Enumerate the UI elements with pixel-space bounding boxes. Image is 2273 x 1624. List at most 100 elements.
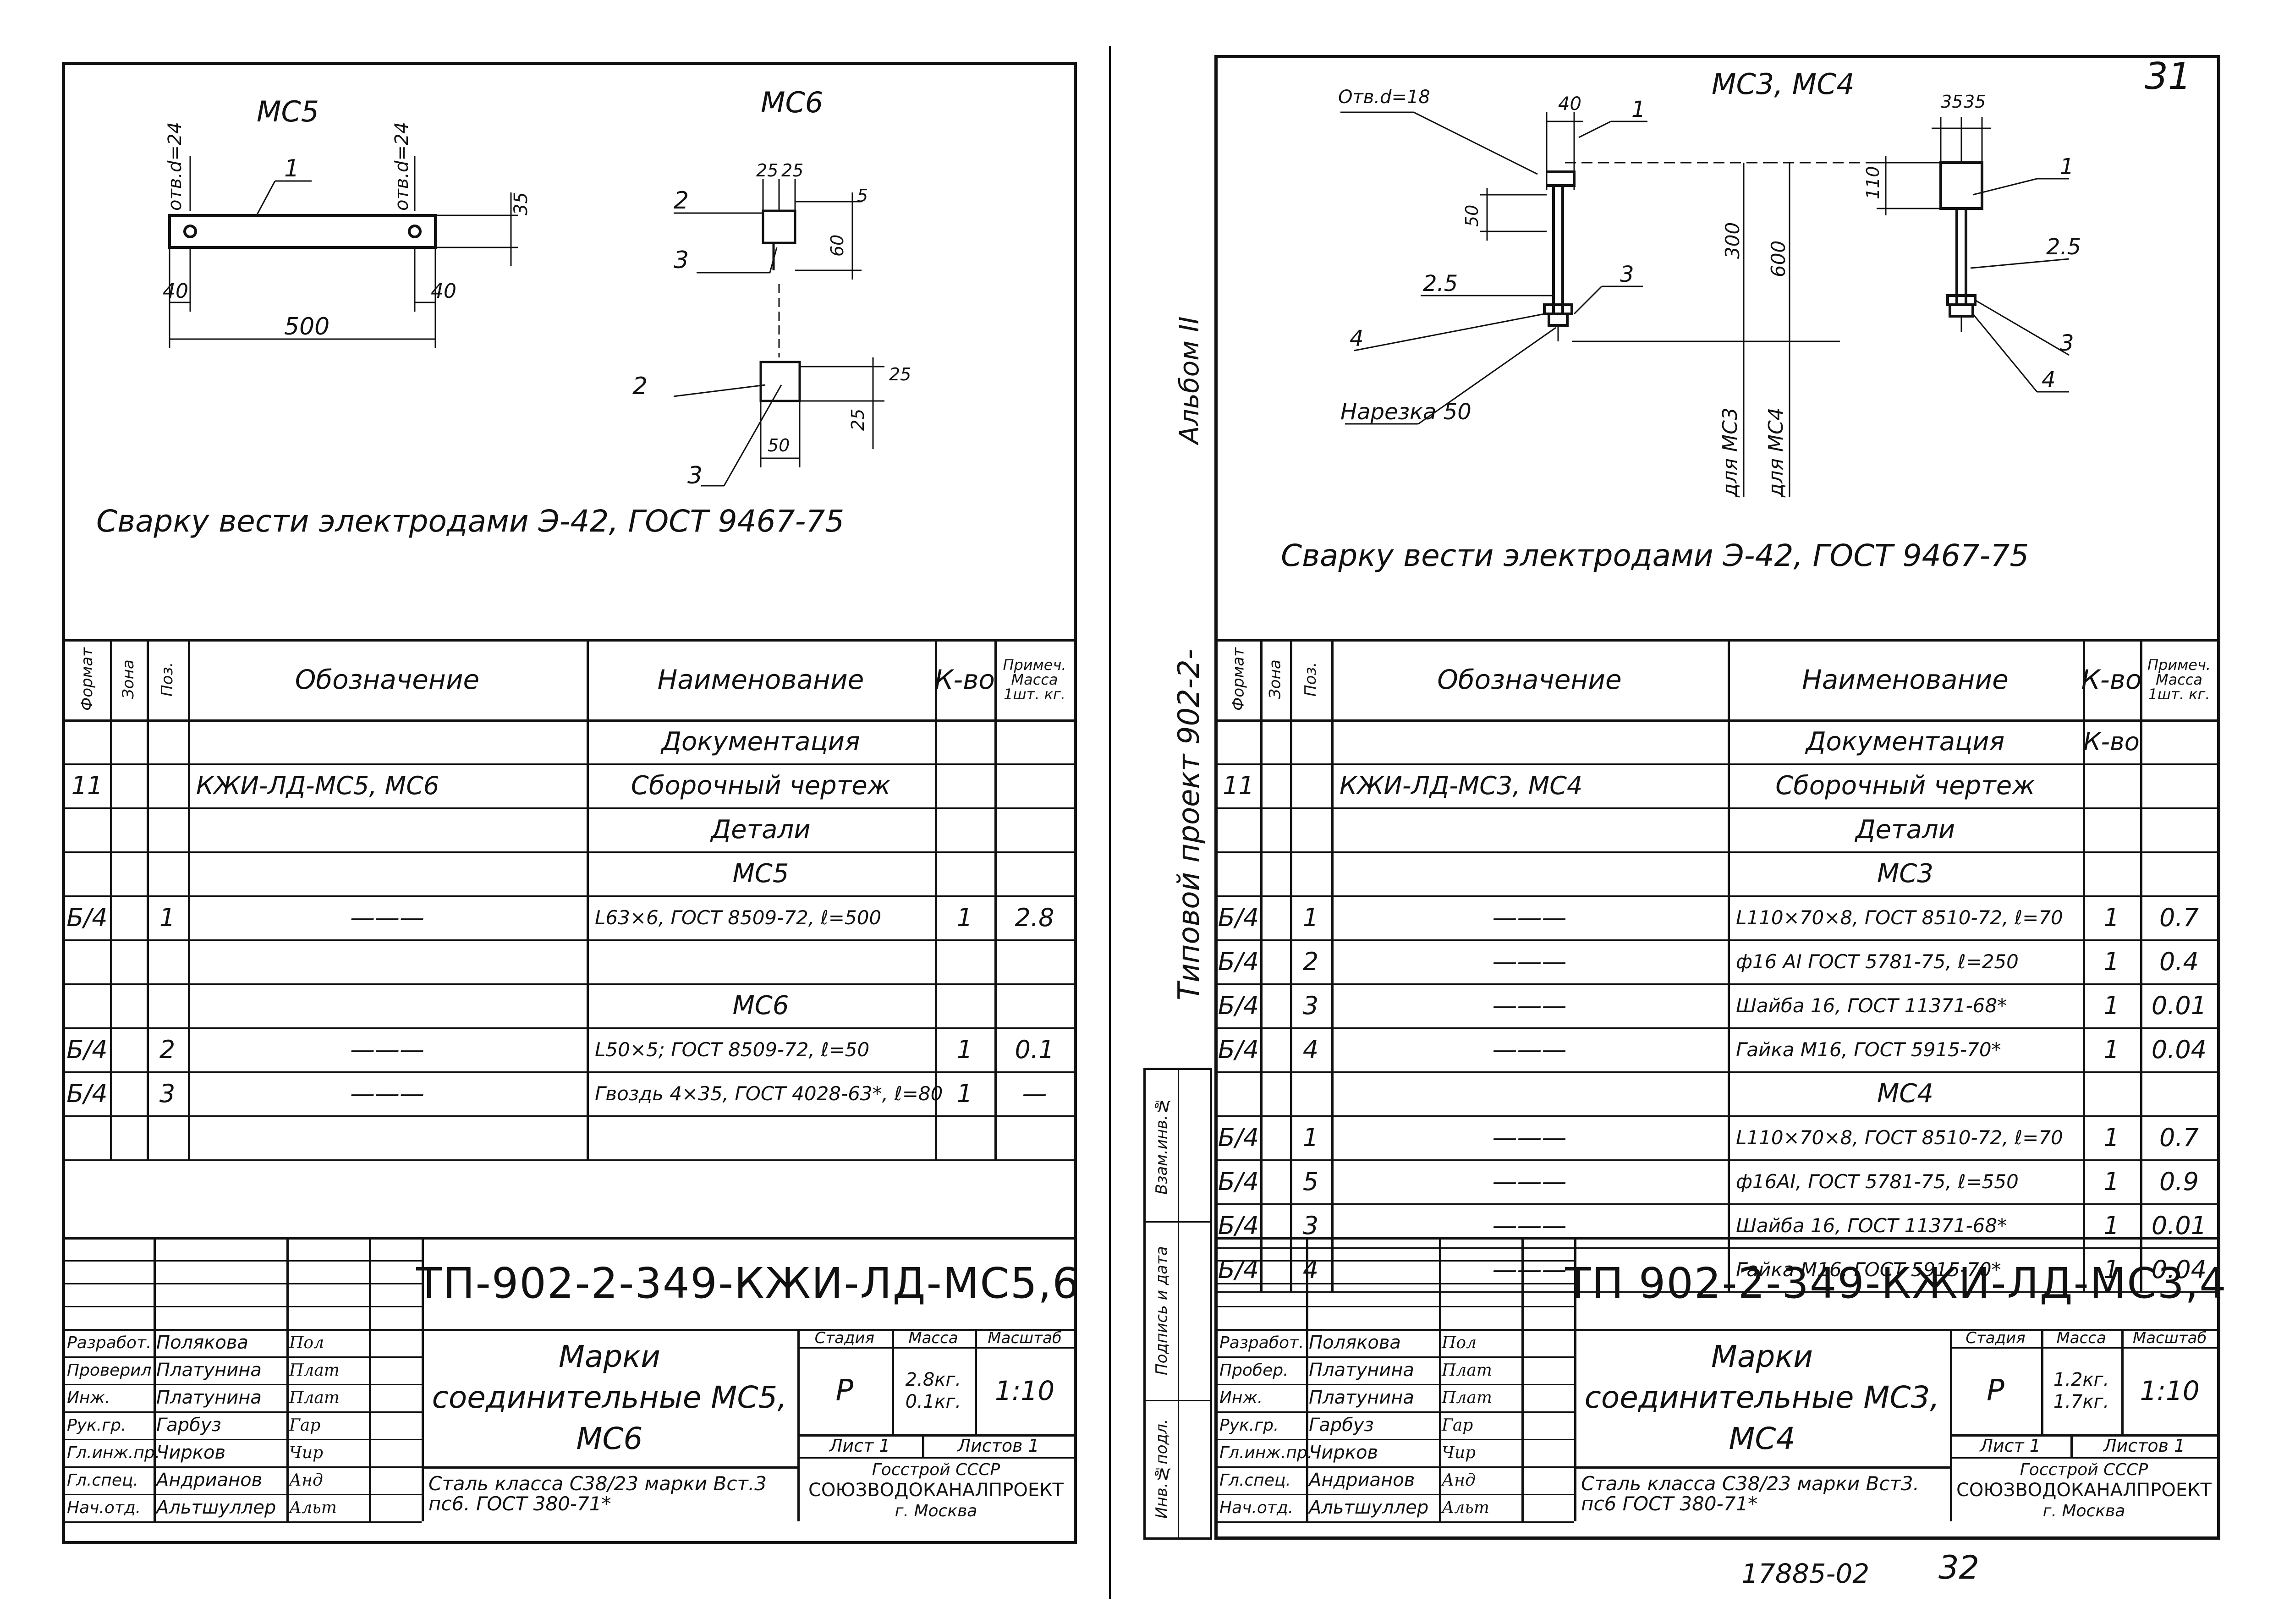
ms4-assembly xyxy=(1877,117,2070,393)
callout-r4b: 4 xyxy=(2042,367,2056,393)
right-sheet xyxy=(1214,55,2220,1540)
spec-row-10-designation: ——— xyxy=(1492,1167,1567,1196)
spec-row-6-designation xyxy=(188,983,587,1027)
tb-stage: Р xyxy=(835,1374,854,1408)
spec-header-zone: Зона xyxy=(1266,659,1285,699)
tb-material: Сталь класса С38/23 марки Вст.3 пс6. ГОС… xyxy=(428,1472,767,1515)
spec-row-9-format xyxy=(64,1115,110,1159)
spec-row-6-qty: 1 xyxy=(2103,991,2119,1020)
tb-org3: г. Москва xyxy=(2042,1501,2125,1520)
spec-row-3-name: МС3 xyxy=(1877,858,1934,889)
weld-note: Сварку вести электродами Э-42, ГОСТ 9467… xyxy=(96,504,844,539)
callout-r3: 3 xyxy=(1620,262,1634,287)
callout-2b: 2 xyxy=(632,373,648,400)
spec-row-10-format: Б/4 xyxy=(1218,1167,1259,1196)
spec-header-designation: Обозначение xyxy=(1437,664,1622,695)
tb-code: ТП-902-2-349-КЖИ-ЛД-МС5,6 xyxy=(416,1258,1080,1308)
spec-row-8-pos xyxy=(1290,1071,1331,1115)
tb-sign-3: Гар xyxy=(289,1416,321,1435)
tb-role-6: Нач.отд. xyxy=(67,1498,141,1517)
spec-row-1-note xyxy=(994,763,1075,807)
tb-sign-0: Пол xyxy=(1442,1333,1477,1352)
dim-25d: 25 xyxy=(848,409,868,431)
spec-row-3-pos xyxy=(147,851,188,895)
dim-40: 40 xyxy=(1558,93,1581,115)
spec-row-4-name: L63×6, ГОСТ 8509-72, ℓ=500 xyxy=(595,906,882,929)
spec-row-8-note: — xyxy=(1022,1079,1047,1108)
spec-row-7-designation: ——— xyxy=(1492,1035,1567,1064)
spec-row-3-qty xyxy=(935,851,994,895)
spec-row-11-designation: ——— xyxy=(1492,1211,1567,1240)
spec-row-11-pos: 3 xyxy=(1302,1211,1319,1240)
project-label: Типовой проект 902-2- xyxy=(1172,649,1206,1001)
tb-sign-4: Чир xyxy=(289,1443,324,1462)
spec-row-11-format: Б/4 xyxy=(1218,1211,1259,1240)
tb-sign-2: Плат xyxy=(1442,1388,1492,1407)
spec-header-format: Формат xyxy=(1229,647,1248,711)
tb-stage-label: Стадия xyxy=(814,1329,875,1347)
spec-header-note: Примеч. Масса 1шт. кг. xyxy=(1003,656,1066,703)
spec-row-3-pos xyxy=(1290,851,1331,895)
spec-row-9-qty: 1 xyxy=(2103,1123,2119,1152)
dim-25b: 25 xyxy=(781,160,803,181)
tb-name-0: Полякова xyxy=(156,1332,248,1353)
tb-name-5: Андрианов xyxy=(1309,1470,1415,1491)
spec-row-2-pos xyxy=(1290,807,1331,851)
spec-row-4-qty: 1 xyxy=(2103,903,2119,932)
spec-row-4-format: Б/4 xyxy=(66,903,108,932)
spec-row-1-pos xyxy=(1290,763,1331,807)
spec-row-9-pos: 1 xyxy=(1302,1123,1319,1152)
spec-row-6-name: Шайба 16, ГОСТ 11371-68* xyxy=(1736,994,2007,1017)
dim-hole-18: Отв.d=18 xyxy=(1338,87,1430,108)
spec-row-0-qty xyxy=(935,719,994,763)
dim-25a: 25 xyxy=(756,160,778,181)
sheet-number: 32 xyxy=(1938,1549,1980,1586)
spec-row-4-designation: ——— xyxy=(350,903,424,932)
spec-header-zone: Зона xyxy=(119,659,137,699)
spec-row-5-pos: 2 xyxy=(1302,947,1319,976)
tb-name-3: Гарбуз xyxy=(156,1415,221,1436)
dim-35: 35 xyxy=(511,192,532,215)
callout-1: 1 xyxy=(284,155,299,182)
tb-scale-label: Масштаб xyxy=(2132,1329,2207,1347)
ms3-assembly xyxy=(1340,111,1886,497)
tb-material: Сталь класса С38/23 марки Вст3. пс6 ГОСТ… xyxy=(1581,1472,1919,1515)
spec-row-9-name: L110×70×8, ГОСТ 8510-72, ℓ=70 xyxy=(1736,1126,2063,1149)
spec-row-9-note: 0.7 xyxy=(2159,1123,2199,1152)
spec-row-0-pos xyxy=(147,719,188,763)
spec-row-7-format: Б/4 xyxy=(66,1035,108,1064)
spec-row-3-format xyxy=(1217,851,1260,895)
spec-row-5-name xyxy=(587,939,935,983)
spec-header-name: Наименование xyxy=(657,664,864,695)
spec-row-3-format xyxy=(64,851,110,895)
callout-r3b: 3 xyxy=(2060,330,2074,356)
callout-3b: 3 xyxy=(687,462,703,489)
tb-role-0: Разработ. xyxy=(67,1333,152,1352)
spec-row-0-name: Документация xyxy=(1806,726,2005,757)
spec-row-7-qty: 1 xyxy=(956,1035,973,1064)
spec-row-4-pos: 1 xyxy=(1302,903,1319,932)
spec-row-12-designation: ——— xyxy=(1492,1255,1567,1284)
spec-row-8-qty xyxy=(2083,1071,2140,1115)
tb-role-4: Гл.инж.пр. xyxy=(1219,1443,1313,1462)
spec-row-8-format xyxy=(1217,1071,1260,1115)
spec-row-2-format xyxy=(1217,807,1260,851)
tb-scale: 1:10 xyxy=(994,1375,1055,1406)
tb-sign-4: Чир xyxy=(1442,1443,1476,1462)
spec-row-12-name: Гайка М16, ГОСТ 5915-70* xyxy=(1736,1258,2001,1281)
spec-row-12-pos: 4 xyxy=(1302,1255,1319,1284)
spec-row-1-name: Сборочный чертеж xyxy=(631,770,891,801)
spec-row-1-name: Сборочный чертеж xyxy=(1775,770,2035,801)
tb-name-1: Платунина xyxy=(156,1360,262,1381)
tb-title: Марки соединительные МС3, МС4 xyxy=(1584,1339,1940,1456)
spec-row-5-designation: ——— xyxy=(1492,947,1567,976)
spec-row-8-qty: 1 xyxy=(956,1079,973,1108)
spec-row-2-format xyxy=(64,807,110,851)
tb-mass-label: Масса xyxy=(2056,1329,2106,1347)
dim-50: 50 xyxy=(768,435,790,455)
tb-sign-5: Анд xyxy=(1442,1470,1476,1490)
spec-row-8-designation xyxy=(1331,1071,1728,1115)
spec-row-10-name: ф16АI, ГОСТ 5781-75, ℓ=550 xyxy=(1736,1170,2019,1193)
spec-row-5-qty xyxy=(935,939,994,983)
tb-org3: г. Москва xyxy=(895,1501,977,1520)
